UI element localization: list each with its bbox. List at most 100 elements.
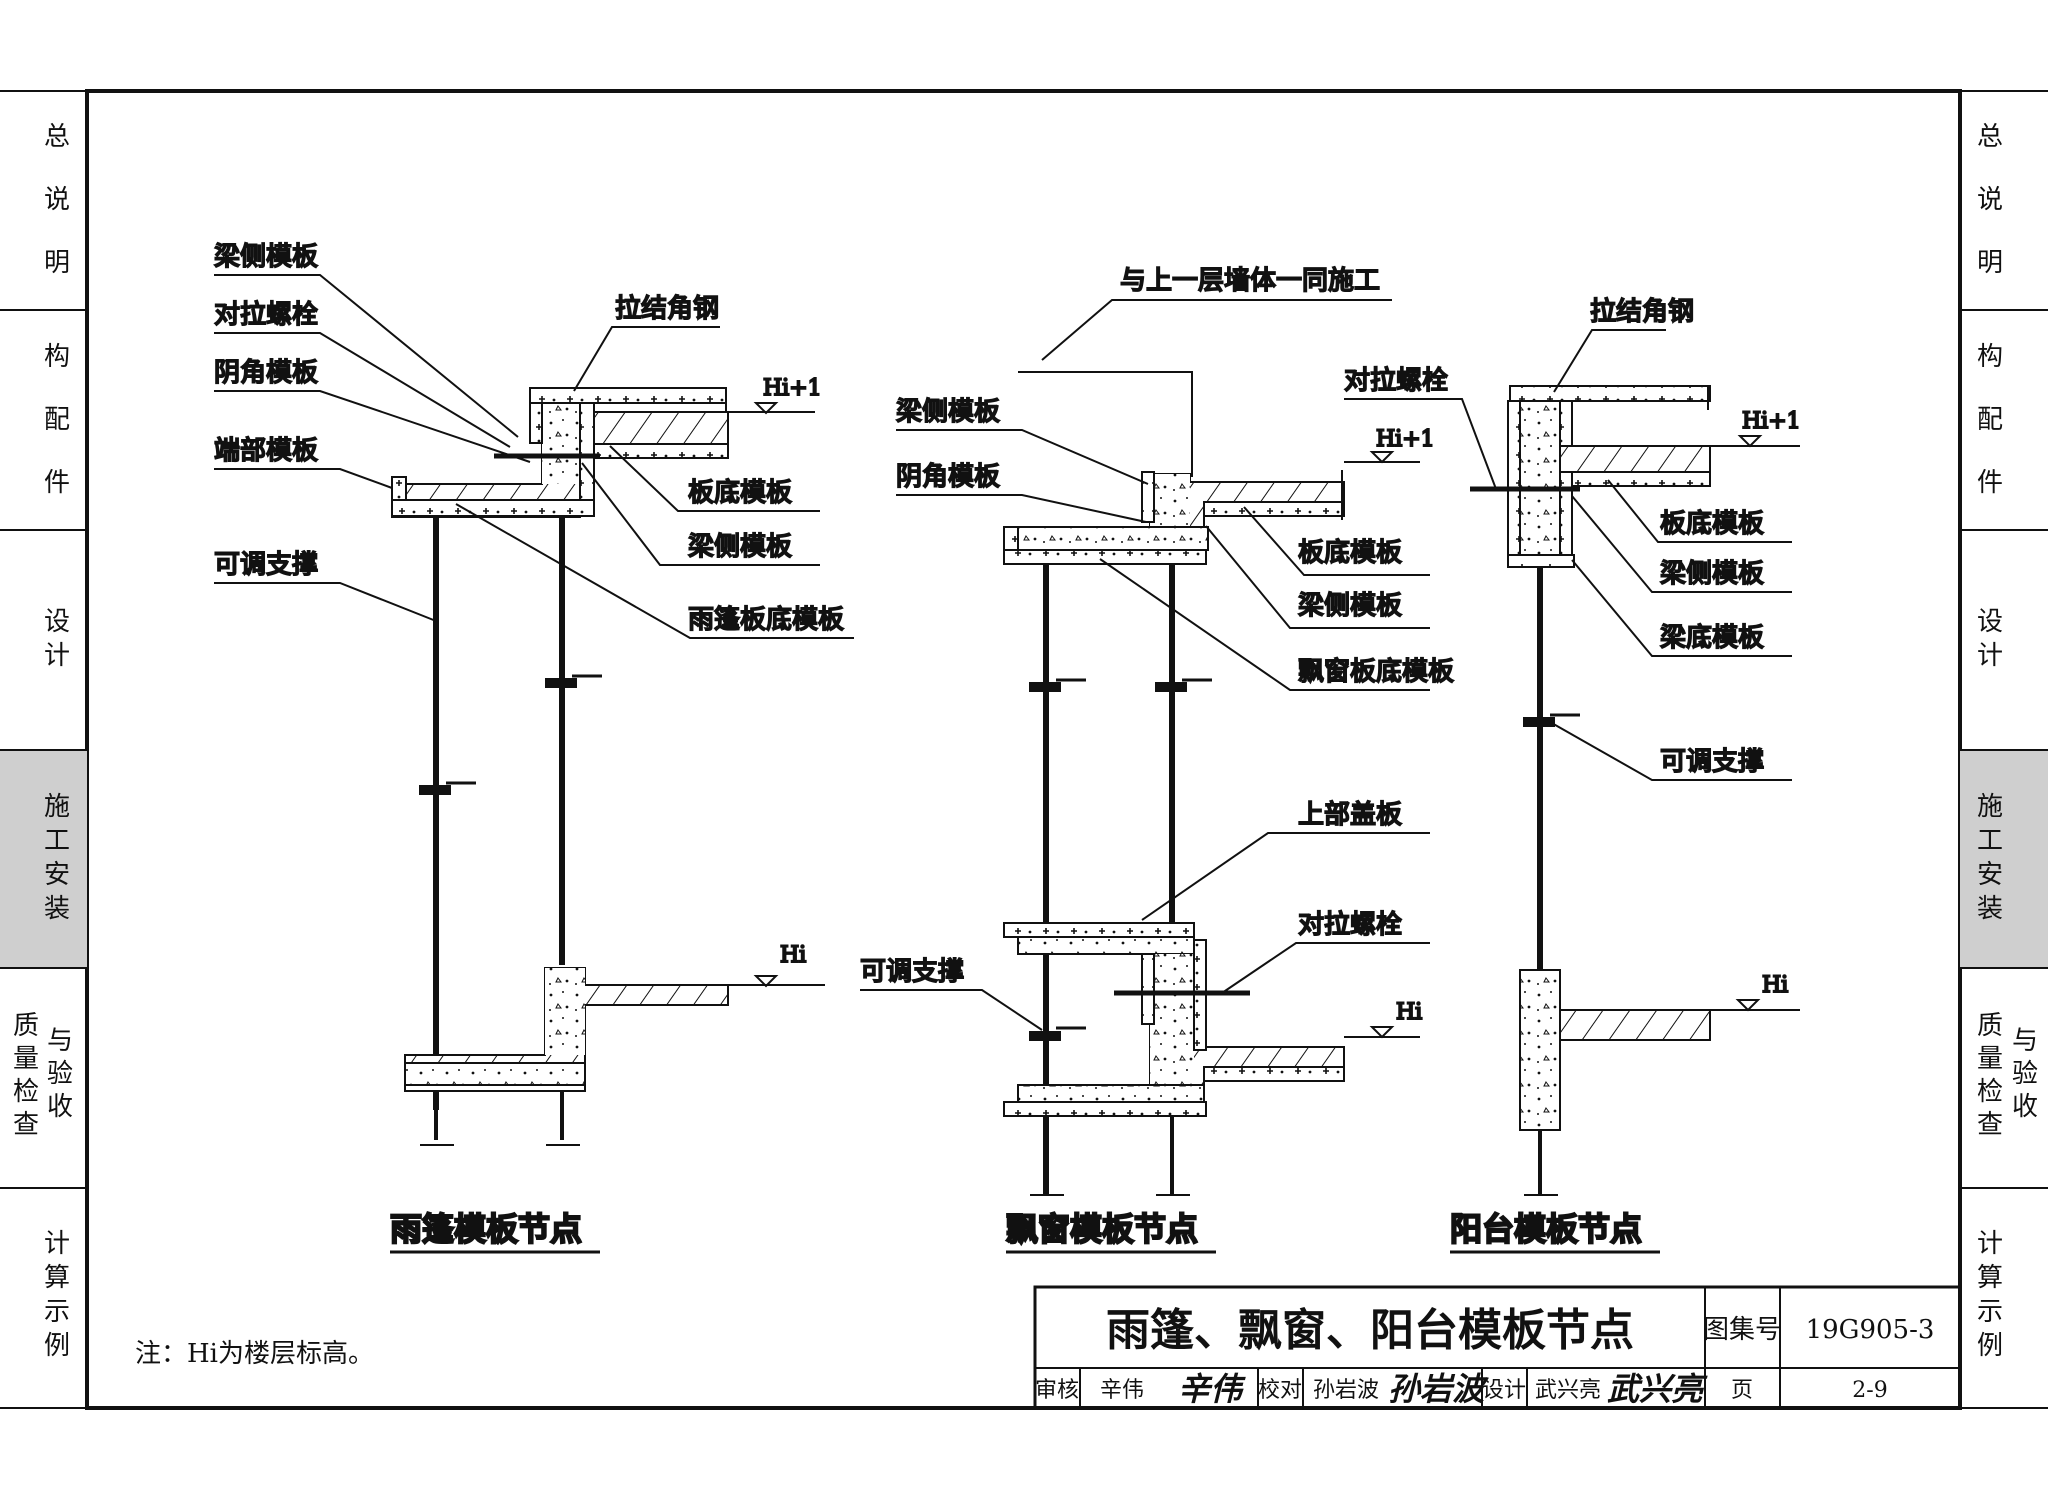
label-slab-bottom-form: 板底模板 <box>1298 538 1402 568</box>
active-tab-bg <box>1960 750 2048 968</box>
label-canopy-bottom-form: 雨篷板底模板 <box>688 605 844 635</box>
canopy-bottom-form <box>391 499 595 517</box>
label-adjustable-prop: 可调支撑 <box>860 957 964 987</box>
tab-construction-char-1: 施 <box>1977 792 2003 822</box>
tab-construction-char-4: 装 <box>1977 894 2003 924</box>
elevation-bottom: Hi <box>780 943 806 968</box>
tab-components-char-1: 构 <box>44 342 70 372</box>
tab-quality-char-2: 量 <box>13 1044 39 1074</box>
tab-construction-char-4: 装 <box>44 894 70 924</box>
review-label: 审核 <box>1035 1378 1079 1403</box>
reviewer-name: 辛伟 <box>1100 1378 1144 1403</box>
tab-construction-char-1: 施 <box>44 792 70 822</box>
detail-canopy: 梁侧模板 对拉螺栓 阴角模板 端部模板 可调支撑 拉结角钢 板底模板 梁侧模板 … <box>213 241 854 1254</box>
tab-example-char-1: 计 <box>44 1229 70 1259</box>
tab-construction-char-2: 工 <box>1977 826 2003 856</box>
top-angle-form <box>529 387 727 404</box>
label-bay-window-bottom-form: 飘窗板底模板 <box>1298 657 1454 687</box>
label-beam-side-form-1: 梁侧模板 <box>896 397 1000 427</box>
label-tie-bolt: 对拉螺栓 <box>214 300 318 330</box>
tab-quality-char-4: 查 <box>13 1110 39 1140</box>
tab-general-char-3: 明 <box>1977 248 2003 278</box>
active-tab-bg <box>0 750 87 968</box>
elevation-top: Hi+1 <box>1742 409 1801 434</box>
tab-quality-char-7: 收 <box>2012 1092 2038 1122</box>
elevation-top: Hi+1 <box>1376 427 1435 452</box>
left-side-tabs: 总 说 明 构 配 件 设 计 施 工 安 装 质 量 检 查 与 验 收 计 … <box>0 122 87 1361</box>
tab-quality-char-5: 与 <box>2012 1026 2038 1056</box>
label-beam-side-form-2: 梁侧模板 <box>1298 591 1402 621</box>
inner-side-form <box>529 402 543 444</box>
tab-general-char-3: 明 <box>44 248 70 278</box>
top-cover-plate <box>1003 922 1195 938</box>
tab-example-char-3: 示 <box>44 1297 70 1327</box>
tab-example-char-4: 例 <box>44 1331 70 1361</box>
tab-example-char-1: 计 <box>1977 1229 2003 1259</box>
slab-bottom-form <box>579 443 729 459</box>
title-block <box>1033 1285 1962 1410</box>
tab-quality-char-3: 检 <box>1977 1077 2003 1107</box>
tab-example-char-2: 算 <box>44 1263 70 1293</box>
detail-title: 阳台模板节点 <box>1450 1210 1642 1248</box>
check-label: 校对 <box>1258 1378 1302 1403</box>
tab-construction-char-3: 安 <box>1977 860 2003 890</box>
label-corner-form: 阴角模板 <box>896 462 1000 492</box>
page-label: 页 <box>1731 1378 1753 1403</box>
detail-balcony: 拉结角钢 对拉螺栓 板底模板 梁侧模板 梁底模板 可调支撑 Hi+1 Hi 阳台… <box>1343 296 1802 1254</box>
page-number: 2-9 <box>1852 1378 1887 1403</box>
tab-general-char-1: 总 <box>1977 122 2003 152</box>
tab-quality-char-4: 查 <box>1977 1110 2003 1140</box>
tab-quality-char-1: 质 <box>13 1011 39 1041</box>
design-label: 设计 <box>1482 1378 1526 1403</box>
elevation-bottom: Hi <box>1762 973 1788 998</box>
tab-components-char-1: 构 <box>1977 342 2003 372</box>
checker-name: 孙岩波 <box>1313 1378 1379 1403</box>
tab-quality-char-7: 收 <box>47 1092 73 1122</box>
label-beam-side-form: 梁侧模板 <box>1660 559 1764 589</box>
tab-general-char-2: 说 <box>1977 185 2003 215</box>
right-side-tabs: 总 说 明 构 配 件 设 计 施 工 安 装 质 量 检 查 与 验 收 计 … <box>1960 122 2048 1361</box>
elevation-top: Hi+1 <box>763 376 822 401</box>
reviewer-signature: 辛伟 <box>1178 1370 1246 1408</box>
label-beam-bottom-form: 梁底模板 <box>1660 623 1764 653</box>
tab-quality-char-5: 与 <box>47 1026 73 1056</box>
tab-construction-char-2: 工 <box>44 826 70 856</box>
label-beam-side-form-1: 梁侧模板 <box>214 242 318 272</box>
prop-clamp <box>419 785 451 795</box>
label-tie-angle: 拉结角钢 <box>1590 297 1694 327</box>
tab-general-char-1: 总 <box>44 122 70 152</box>
tab-example-char-4: 例 <box>1977 1331 2003 1361</box>
checker-signature: 孙岩波 <box>1388 1370 1489 1408</box>
detail-bay-window: 与上一层墙体一同施工 梁侧模板 阴角模板 板底模板 梁侧模板 飘窗板底模板 上部… <box>859 265 1455 1254</box>
sheet-title: 雨篷、飘窗、阳台模板节点 <box>1106 1305 1634 1356</box>
label-tie-bolt: 对拉螺栓 <box>1298 910 1402 940</box>
atlas-number-label: 图集号 <box>1703 1315 1781 1345</box>
designer-name: 武兴亮 <box>1535 1378 1601 1403</box>
tab-example-char-3: 示 <box>1977 1297 2003 1327</box>
label-adjustable-prop: 可调支撑 <box>214 550 318 580</box>
label-tie-angle: 拉结角钢 <box>615 294 719 324</box>
tab-design-char-1: 设 <box>1977 607 2003 637</box>
tab-components-char-2: 配 <box>44 405 70 435</box>
drawing-note: 注：Hi为楼层标高。 <box>135 1339 374 1369</box>
detail-title: 飘窗模板节点 <box>1006 1210 1198 1248</box>
tab-example-char-2: 算 <box>1977 1263 2003 1293</box>
tab-components-char-3: 件 <box>44 468 70 498</box>
tab-quality-char-6: 验 <box>2012 1059 2038 1089</box>
label-slab-bottom-form: 板底模板 <box>688 478 792 508</box>
label-tie-bolt: 对拉螺栓 <box>1344 366 1448 396</box>
detail-title: 雨篷模板节点 <box>390 1210 582 1248</box>
elevation-bottom: Hi <box>1396 1000 1422 1025</box>
tab-design-char-2: 计 <box>44 641 70 671</box>
tab-construction-char-3: 安 <box>44 860 70 890</box>
prop-clamp <box>545 678 577 688</box>
label-end-form: 端部模板 <box>214 436 318 466</box>
wall-outline-above <box>1032 371 1193 477</box>
tab-design-char-2: 计 <box>1977 641 2003 671</box>
tab-general-char-2: 说 <box>44 185 70 215</box>
tab-quality-char-2: 量 <box>1977 1044 2003 1074</box>
label-build-with-wall-above: 与上一层墙体一同施工 <box>1120 266 1380 296</box>
label-adjustable-prop: 可调支撑 <box>1660 747 1764 777</box>
tab-design-char-1: 设 <box>44 607 70 637</box>
